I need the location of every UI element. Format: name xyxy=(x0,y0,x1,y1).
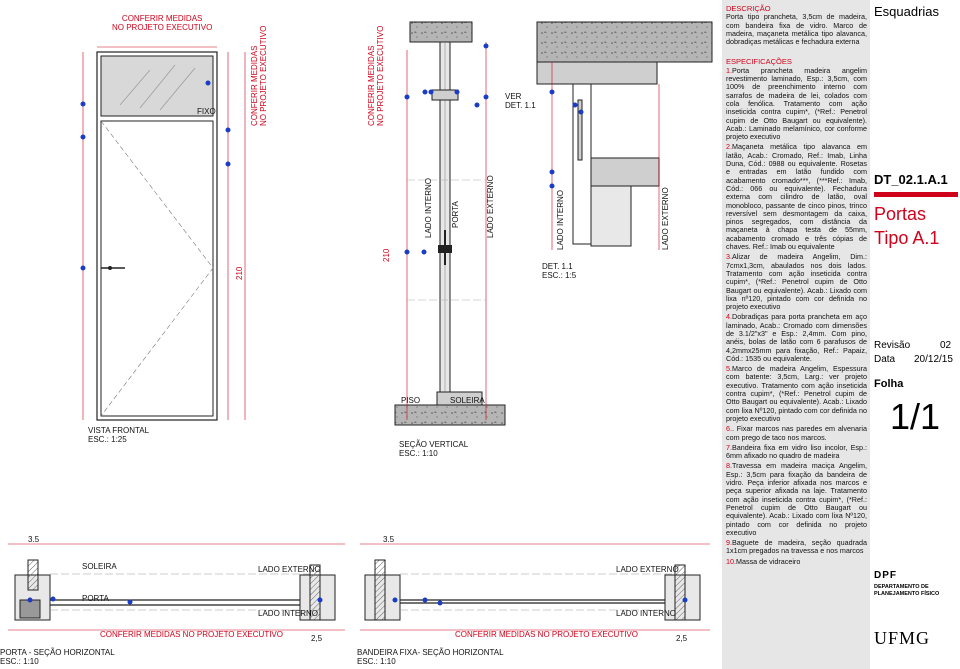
spec-item-text: Bandeira fixa em vidro liso incolor, Esp… xyxy=(726,442,867,461)
spec-item-text: . Fixar marcos nas paredes em alvenaria … xyxy=(726,424,867,442)
lado-interno-door: LADO INTERNO xyxy=(258,609,319,618)
product-name: Portas xyxy=(874,204,927,224)
spec-item-text: Alizar de madeira Angelim, Dim.: 7cmx1,3… xyxy=(726,252,867,312)
spec-item-number: 6. xyxy=(726,424,732,434)
dim-25-door: 2,5 xyxy=(311,634,323,643)
specification-panel: DESCRIÇÃO Porta tipo prancheta, 3,5cm de… xyxy=(722,0,870,669)
spec-item-number: 8. xyxy=(726,461,732,471)
ufmg-logo: UFMG xyxy=(874,628,931,648)
spec-item-number: 9. xyxy=(726,538,732,548)
door-horizontal-section xyxy=(8,543,345,631)
spec-item: 3.Alizar de madeira Angelim, Dim.: 7cmx1… xyxy=(726,253,867,311)
lado-externo-det: LADO EXTERNO xyxy=(661,187,670,250)
spec-item: 7.Bandeira fixa em vidro liso incolor, E… xyxy=(726,442,867,461)
spec-item-number: 7. xyxy=(726,442,732,452)
height-label-section: 210 xyxy=(382,248,391,262)
fixed-horizontal-section xyxy=(360,543,710,631)
specification-list: 1.Porta prancheta madeira angelim revest… xyxy=(726,65,870,566)
soleira-label: SOLEIRA xyxy=(82,562,117,571)
drawing-canvas xyxy=(8,21,713,631)
date-label: Data xyxy=(874,354,896,365)
spec-item-number: 4. xyxy=(726,312,732,322)
measure-note-fixed: CONFERIR MEDIDAS NO PROJETO EXECUTIVO xyxy=(455,630,638,639)
spec-item-text: Baguete de madeira, seção quadrada 1x1cm… xyxy=(726,538,867,556)
spec-item-text: Massa de vidraceiro xyxy=(736,556,801,566)
front-view xyxy=(80,46,246,421)
spec-item: 6.. Fixar marcos nas paredes em alvenari… xyxy=(726,425,867,442)
spec-item-text: Porta prancheta madeira angelim revestim… xyxy=(726,65,867,142)
spec-item-number: 1. xyxy=(726,65,732,75)
spec-item-number: 3. xyxy=(726,252,732,262)
description-heading: DESCRIÇÃO xyxy=(726,4,771,13)
porta-label: PORTA xyxy=(82,594,109,603)
spec-item: 4.Dobradiças para porta prancheta em aço… xyxy=(726,313,867,363)
porta-vs: PORTA xyxy=(451,201,460,228)
revision-value: 02 xyxy=(940,340,952,351)
specifications-heading: ESPECIFICAÇÕES xyxy=(726,57,792,67)
spec-item-text: Travessa em madeira maciça Angelim, Esp.… xyxy=(726,461,867,537)
spec-item-number: 2. xyxy=(726,142,732,152)
lado-interno-fixed: LADO INTERNO xyxy=(616,609,677,618)
category-label: Esquadrias xyxy=(874,4,940,19)
org-short: DPF xyxy=(874,570,897,581)
title-block: Esquadrias DT_02.1.A.1 Portas Tipo A.1 R… xyxy=(870,0,960,669)
lado-interno-det: LADO INTERNO xyxy=(556,189,565,250)
spec-item-text: Dobradiças para porta prancheta em aço l… xyxy=(726,312,867,363)
spec-item: 1.Porta prancheta madeira angelim revest… xyxy=(726,65,867,142)
lado-interno-vs: LADO INTERNO xyxy=(424,177,433,238)
lado-externo-door: LADO EXTERNO xyxy=(258,565,321,574)
revision-label: Revisão xyxy=(874,340,911,351)
date-value: 20/12/15 xyxy=(914,354,953,365)
spec-item-number: 10. xyxy=(726,556,736,566)
detail-1-1 xyxy=(536,21,713,250)
measure-note-door: CONFERIR MEDIDAS NO PROJETO EXECUTIVO xyxy=(100,630,283,639)
sheet-label: Folha xyxy=(874,378,904,390)
dim-35-door: 3.5 xyxy=(28,535,40,544)
spec-item-text: Marco de madeira Angelim, Espessura com … xyxy=(726,364,867,423)
spec-item: 10.Massa de vidraceiro xyxy=(726,556,867,566)
fixo-label: FIXO xyxy=(197,107,216,116)
piso-label: PISO xyxy=(401,396,421,405)
spec-item: 2.Maçaneta metálica tipo alavanca em lat… xyxy=(726,143,867,251)
product-type: Tipo A.1 xyxy=(874,228,940,248)
dim-25-fixed: 2,5 xyxy=(676,634,688,643)
spec-item: 5.Marco de madeira Angelim, Espessura co… xyxy=(726,365,867,423)
dim-35-fixed: 3.5 xyxy=(383,535,395,544)
lado-externo-vs: LADO EXTERNO xyxy=(486,175,495,238)
spec-item: 8.Travessa em madeira maciça Angelim, Es… xyxy=(726,462,867,537)
sheet-value: 1/1 xyxy=(890,396,941,437)
spec-item-number: 5. xyxy=(726,364,732,374)
height-label: 210 xyxy=(235,266,244,280)
lado-externo-fixed: LADO EXTERNO xyxy=(616,565,679,574)
accent-bar xyxy=(874,192,958,197)
spec-item: 9.Baguete de madeira, seção quadrada 1x1… xyxy=(726,538,867,556)
soleira-label-vs: SOLEIRA xyxy=(450,396,485,405)
drawing-code: DT_02.1.A.1 xyxy=(874,172,948,187)
vertical-section xyxy=(394,21,506,426)
description-text: Porta tipo prancheta, 3,5cm de madeira, … xyxy=(726,12,867,47)
spec-item-text: Maçaneta metálica tipo alavanca em latão… xyxy=(726,142,867,252)
